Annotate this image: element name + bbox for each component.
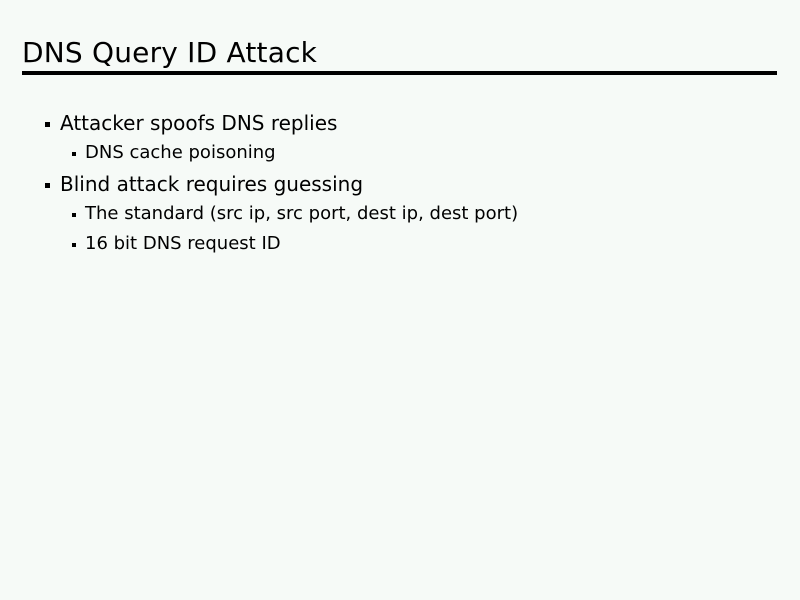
title-underline-rule <box>22 71 777 75</box>
list-item-label: DNS cache poisoning <box>85 142 276 163</box>
small-square-bullet-icon <box>72 152 76 156</box>
list-item-label: Blind attack requires guessing <box>60 172 364 196</box>
list-item: DNS cache poisoning <box>0 141 800 171</box>
square-bullet-icon <box>45 183 50 188</box>
slide-title-block: DNS Query ID Attack <box>22 36 778 70</box>
page-title: DNS Query ID Attack <box>22 36 318 69</box>
list-item-label: The standard (src ip, src port, dest ip,… <box>85 203 519 224</box>
small-square-bullet-icon <box>72 213 76 217</box>
list-item-label: 16 bit DNS request ID <box>85 233 281 254</box>
list-item: The standard (src ip, src port, dest ip,… <box>0 202 800 232</box>
bullet-list: Attacker spoofs DNS replies DNS cache po… <box>0 110 800 262</box>
list-item: Blind attack requires guessing <box>0 171 800 202</box>
square-bullet-icon <box>45 122 50 127</box>
list-item: 16 bit DNS request ID <box>0 232 800 262</box>
small-square-bullet-icon <box>72 243 76 247</box>
list-item-label: Attacker spoofs DNS replies <box>60 111 338 135</box>
list-item: Attacker spoofs DNS replies <box>0 110 800 141</box>
